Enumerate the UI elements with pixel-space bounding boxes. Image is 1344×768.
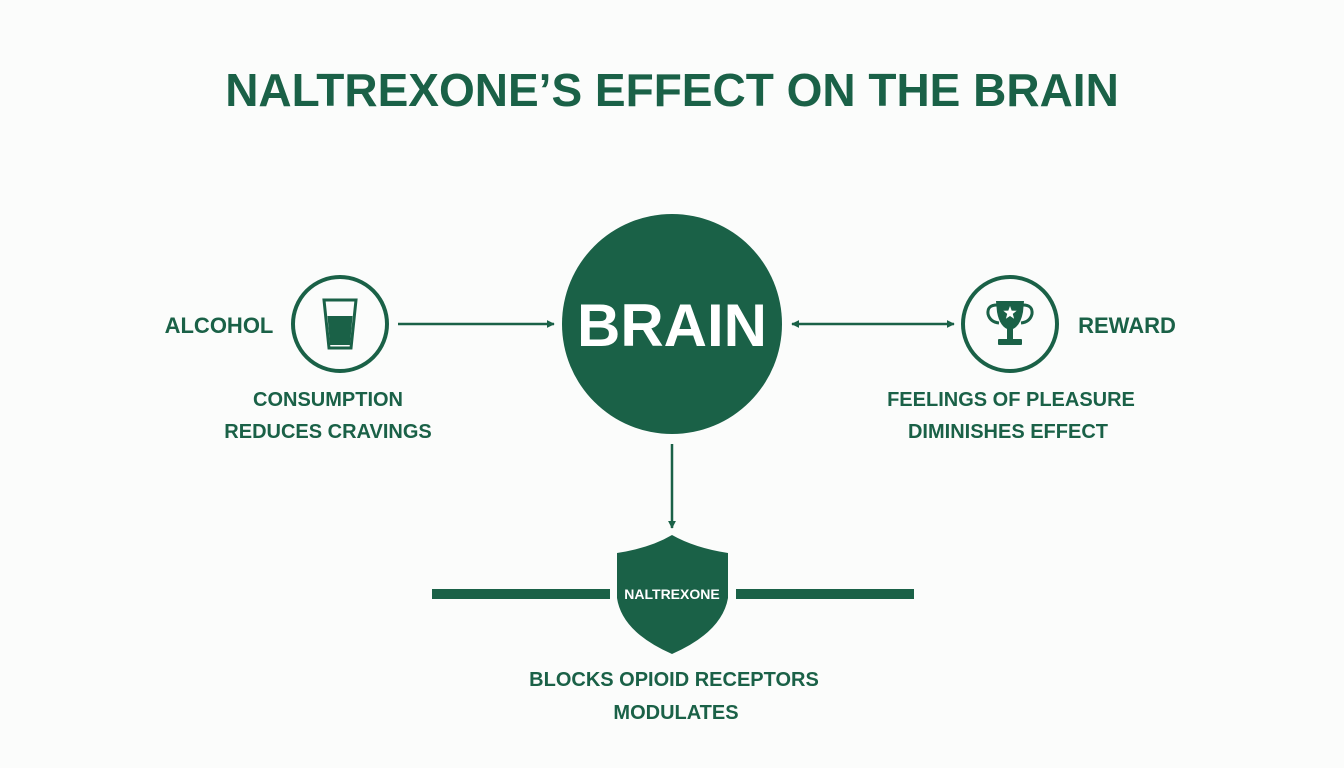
shield-icon	[617, 535, 728, 654]
brain-node: BRAIN	[562, 214, 782, 434]
reward-caption-line2: DIMINISHES EFFECT	[908, 421, 1108, 443]
alcohol-label: ALCOHOL	[165, 313, 274, 338]
alcohol-caption-line1: CONSUMPTION	[253, 389, 403, 411]
glass-icon	[322, 298, 358, 350]
reward-node	[961, 275, 1059, 373]
brain-label: BRAIN	[577, 292, 767, 359]
barrier-bar-left	[432, 589, 610, 599]
page-title: NALTREXONE’S EFFECT ON THE BRAIN	[225, 64, 1119, 116]
barrier-bar-right	[736, 589, 914, 599]
reward-caption-line1: FEELINGS OF PLEASURE	[887, 389, 1135, 411]
naltrexone-caption-line1: BLOCKS OPIOID RECEPTORS	[529, 669, 819, 691]
naltrexone-node: NALTREXONE	[617, 535, 728, 654]
naltrexone-caption-line2: MODULATES	[613, 702, 738, 724]
trophy-icon	[986, 301, 1034, 345]
alcohol-caption-line2: REDUCES CRAVINGS	[224, 421, 431, 443]
alcohol-node	[291, 275, 389, 373]
naltrexone-label: NALTREXONE	[624, 586, 719, 602]
reward-label: REWARD	[1078, 313, 1176, 338]
